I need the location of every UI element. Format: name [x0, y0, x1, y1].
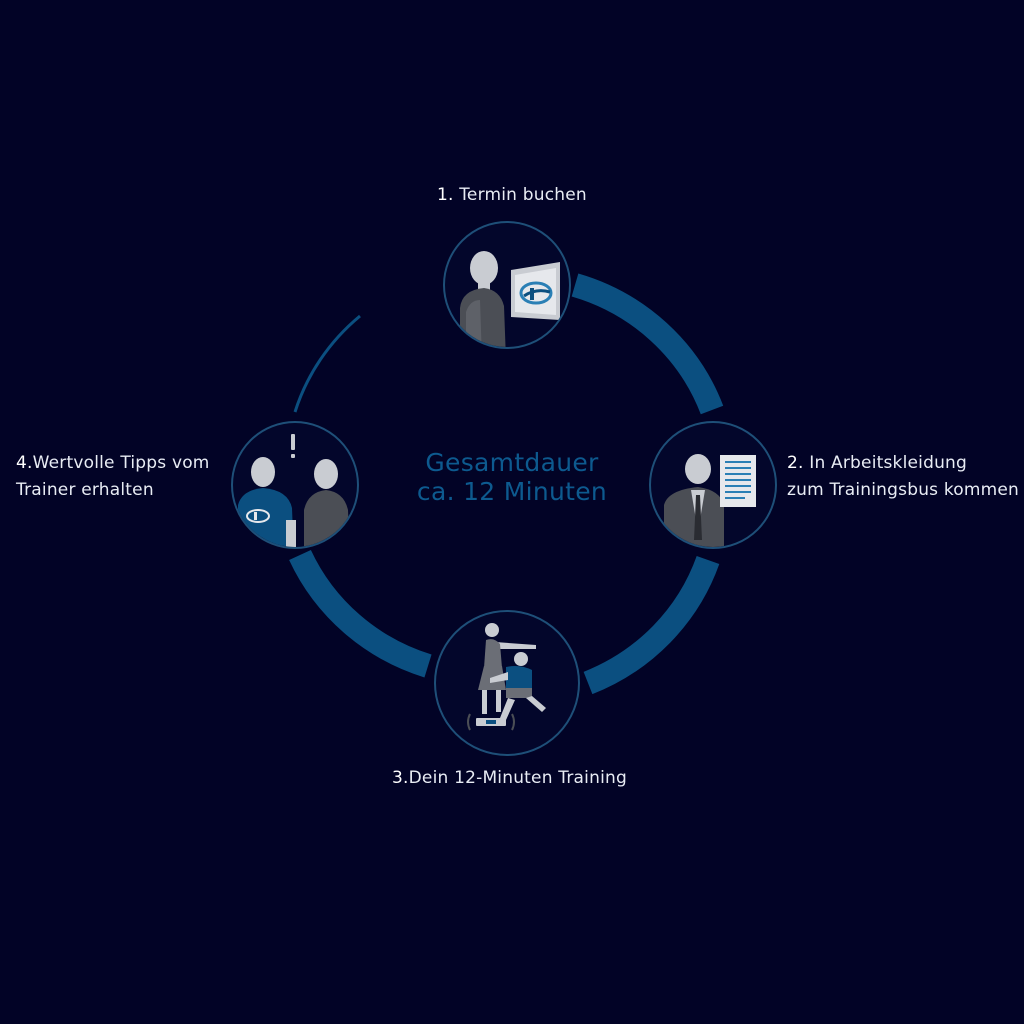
training-on-vibration-plate-icon	[467, 623, 546, 731]
step-number-2: 2.	[787, 453, 804, 473]
ring-arc-3-4	[289, 549, 432, 678]
step-text-4-line-1: Wertvolle Tipps vom	[32, 453, 210, 473]
step-circle-2	[649, 421, 777, 549]
ring-arc-2-3	[583, 555, 720, 695]
step-number-3: 3.	[392, 768, 409, 788]
step-label-1: 1. Termin buchen	[437, 182, 587, 209]
step-label-4: 4.Wertvolle Tipps vom Trainer erhalten	[16, 450, 210, 504]
step-number-4: 4.	[16, 453, 33, 473]
ring-arc-1-2	[571, 273, 724, 415]
step-text-3: Dein 12-Minuten Training	[408, 768, 627, 788]
step-label-3: 3.Dein 12-Minuten Training	[392, 765, 627, 792]
step-number-1: 1.	[437, 185, 454, 205]
step-text-1: Termin buchen	[459, 185, 587, 205]
ring-arc-4-1-thin	[293, 314, 361, 413]
step-text-4-line-2: Trainer erhalten	[16, 480, 154, 500]
total-duration-title: Gesamtdauer ca. 12 Minuten	[362, 448, 662, 506]
step-circle-3	[434, 610, 580, 756]
exclamation-icon	[291, 434, 295, 458]
step-text-2-line-2: zum Trainingsbus kommen	[787, 480, 1020, 500]
step-circle-1	[443, 221, 571, 349]
cycle-ring	[289, 273, 724, 695]
step-label-2: 2. In Arbeitskleidung zum Trainingsbus k…	[787, 450, 1019, 504]
total-duration-line-1: Gesamtdauer	[425, 448, 599, 477]
total-duration-line-2: ca. 12 Minuten	[416, 477, 608, 506]
step-text-2-line-1: In Arbeitskleidung	[809, 453, 968, 473]
